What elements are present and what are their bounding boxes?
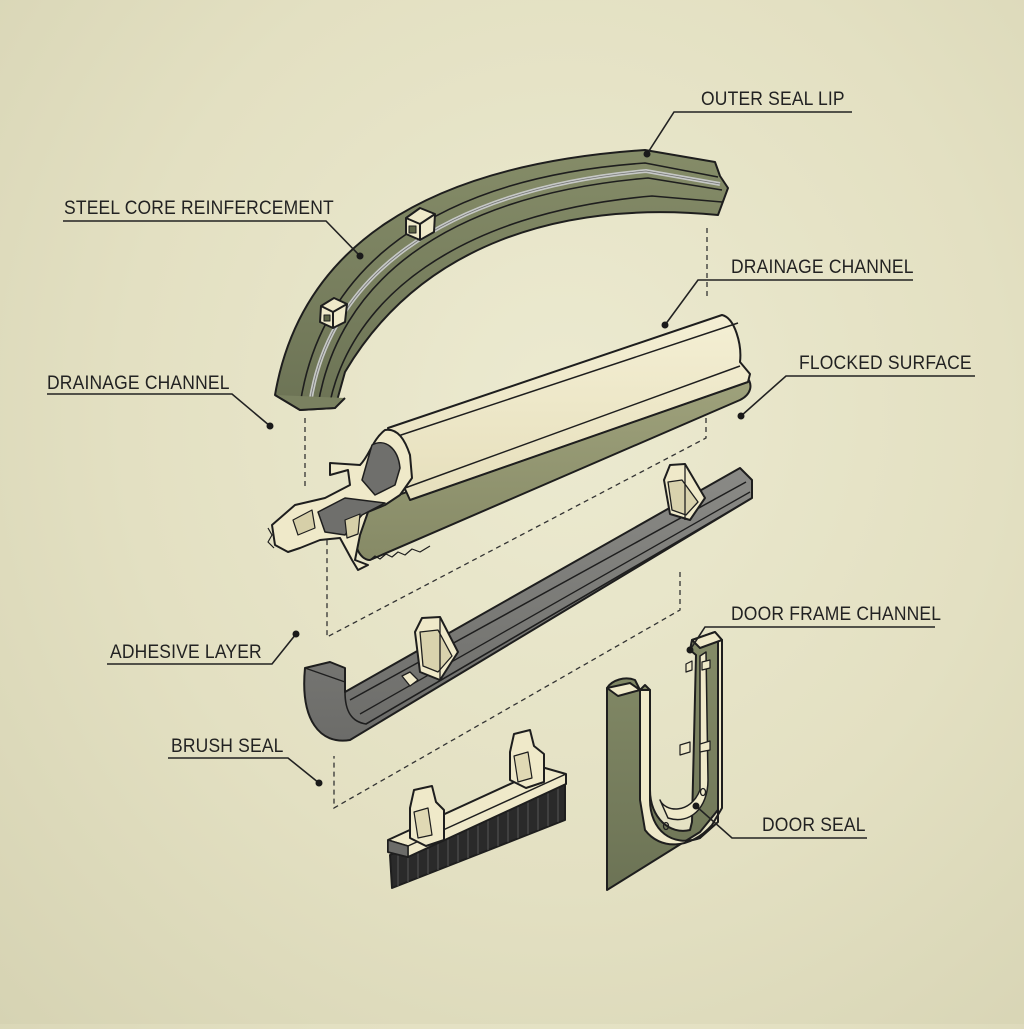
extrusion-profile bbox=[267, 314, 752, 571]
label-drainage-channel-right: DRAINAGE CHANNEL bbox=[731, 257, 914, 278]
label-adhesive-layer: ADHESIVE LAYER bbox=[110, 642, 262, 663]
brush-clip bbox=[409, 785, 445, 847]
assembly-guides bbox=[304, 228, 708, 810]
leader-dots bbox=[266, 150, 745, 810]
label-brush-seal: BRUSH SEAL bbox=[171, 736, 284, 757]
curved-outer-seal bbox=[274, 149, 729, 411]
label-flocked-surface: FLOCKED SURFACE bbox=[799, 353, 972, 374]
adhesive-clip bbox=[663, 463, 706, 521]
adhesive-clip bbox=[414, 616, 459, 681]
label-outer-seal-lip: OUTER SEAL LIP bbox=[701, 89, 845, 110]
label-door-frame-channel: DOOR FRAME CHANNEL bbox=[731, 604, 942, 625]
door-seal-profile bbox=[606, 631, 723, 891]
steel-core-clip bbox=[319, 297, 348, 329]
brush-seal-strip bbox=[387, 729, 567, 889]
label-door-seal: DOOR SEAL bbox=[762, 815, 866, 836]
label-drainage-channel-left: DRAINAGE CHANNEL bbox=[47, 373, 230, 394]
leader-lines bbox=[47, 111, 975, 839]
steel-core-clip bbox=[405, 207, 436, 241]
brush-clip bbox=[509, 729, 545, 789]
adhesive-base-strip bbox=[303, 463, 753, 742]
label-steel-core-reinforcement: STEEL CORE REINFERCEMENT bbox=[64, 198, 334, 219]
